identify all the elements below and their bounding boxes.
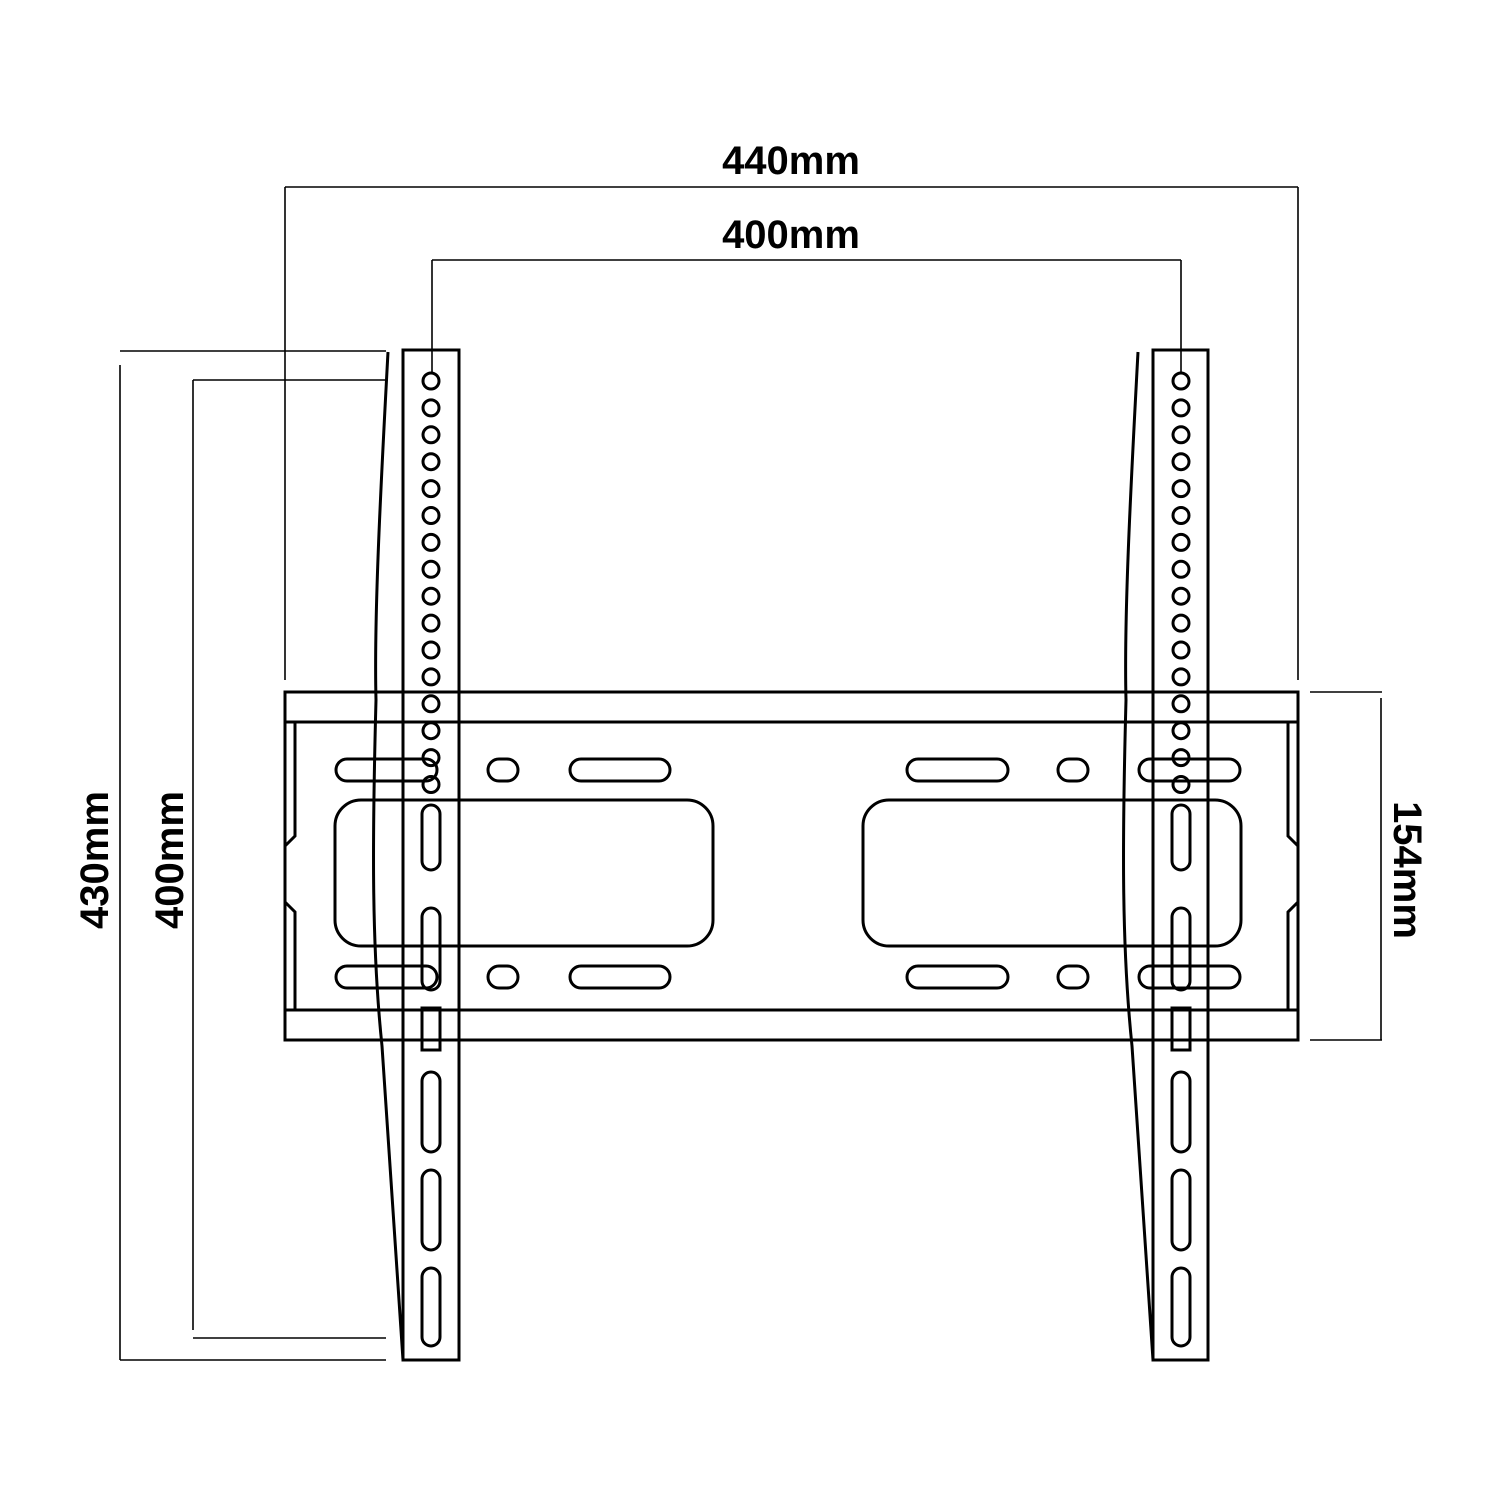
label-hole-spacing-horizontal: 400mm [722, 213, 860, 257]
horizontal-slot [905, 757, 1010, 783]
cutout-right [861, 798, 1243, 948]
vertical-slot [1170, 906, 1192, 992]
mounting-hole [1171, 532, 1191, 552]
left-bracket [372, 348, 461, 1362]
horizontal-slot [568, 964, 672, 990]
mounting-hole [421, 559, 441, 579]
label-hole-spacing-vertical: 400mm [148, 791, 192, 929]
mounting-hole [1171, 775, 1191, 794]
vertical-slot [1170, 1168, 1192, 1252]
vertical-slot [1170, 803, 1192, 872]
mounting-hole [421, 721, 441, 741]
label-overall-width: 440mm [722, 139, 860, 183]
vertical-slot [420, 1070, 442, 1154]
mounting-hole [421, 640, 441, 660]
mounting-hole [1171, 371, 1191, 391]
mounting-hole [1171, 559, 1191, 579]
label-overall-height: 430mm [73, 791, 117, 929]
label-crossbar-height: 154mm [1385, 801, 1429, 939]
oval-hole [486, 964, 520, 990]
mounting-hole [1171, 613, 1191, 633]
mounting-hole [421, 775, 441, 794]
mounting-hole [421, 371, 441, 391]
dimension-400mm-horizontal: 400mm [431, 213, 1182, 372]
vertical-slot [420, 1168, 442, 1252]
horizontal-slot [334, 964, 439, 990]
mounting-hole [1171, 425, 1191, 445]
dimension-440mm: 440mm [284, 139, 1299, 680]
oval-hole [1056, 964, 1090, 990]
dimension-154mm: 154mm [1310, 691, 1429, 1041]
mounting-hole [1171, 452, 1191, 472]
mounting-hole [1171, 748, 1191, 768]
mounting-hole [421, 667, 441, 687]
horizontal-slot [905, 964, 1010, 990]
vertical-slot [420, 1006, 442, 1052]
vertical-slot [1170, 1070, 1192, 1154]
dimension-430mm: 430mm [73, 350, 386, 1361]
vertical-slot [420, 906, 442, 992]
vertical-slot [1170, 1266, 1192, 1348]
horizontal-slot [568, 757, 672, 783]
mounting-hole [1171, 586, 1191, 606]
mounting-hole [1171, 479, 1191, 499]
mounting-hole [421, 506, 441, 525]
mounting-hole [421, 532, 441, 552]
cutout-left [333, 798, 715, 948]
mounting-hole [421, 586, 441, 606]
vertical-slot [420, 1266, 442, 1348]
mounting-hole [1171, 694, 1191, 714]
mounting-hole [1171, 398, 1191, 418]
oval-hole [486, 757, 520, 783]
horizontal-slot [334, 757, 439, 783]
vertical-slot [1170, 1006, 1192, 1052]
mounting-hole [421, 613, 441, 633]
mounting-hole [1171, 667, 1191, 687]
mounting-hole [421, 398, 441, 418]
mounting-hole [421, 452, 441, 472]
right-bracket [1122, 348, 1210, 1362]
oval-hole [1056, 757, 1090, 783]
mounting-hole [1171, 506, 1191, 525]
dimension-400mm-vertical: 400mm [148, 379, 386, 1339]
mounting-hole [421, 425, 441, 445]
mounting-hole [1171, 640, 1191, 660]
mounting-hole [1171, 721, 1191, 741]
mounting-hole [421, 479, 441, 499]
mounting-hole [421, 694, 441, 714]
vertical-slot [420, 803, 442, 872]
mounting-hole [421, 748, 441, 768]
